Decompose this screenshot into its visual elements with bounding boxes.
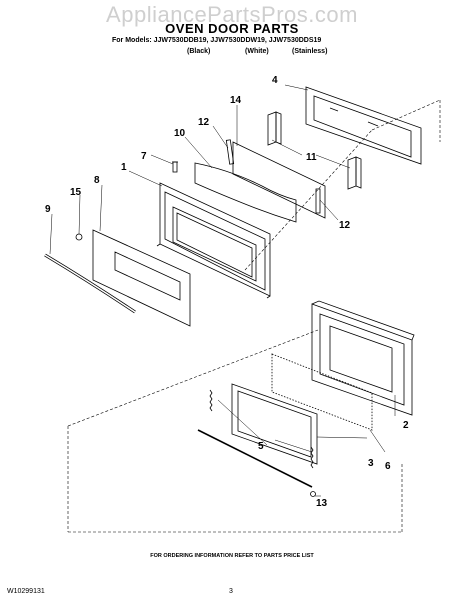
outer-door-glass [92,229,191,327]
insulation [194,162,297,223]
callout-7: 7 [141,151,147,162]
callout-1: 1 [121,162,127,173]
bracket-lower [315,188,321,214]
callout-13: 13 [316,498,328,509]
callout-4: 4 [272,75,278,86]
callout-9: 9 [45,204,51,215]
door-frame [156,182,271,299]
hinge-right [310,446,314,469]
inner-glass-window [231,383,318,465]
document-number: W10299131 [7,588,45,595]
door-handle [44,253,136,314]
trim-strip [197,429,316,497]
model-list: For Models: JJW7530DDB19, JJW7530DDW19, … [112,37,322,44]
callout-15: 15 [70,187,82,198]
variant-white: (White) [245,48,269,55]
callout-8: 8 [94,175,100,186]
callout-10: 10 [174,128,186,139]
callout-14: 14 [230,95,242,106]
page-title: OVEN DOOR PARTS [165,21,299,36]
callout-6: 6 [385,461,391,472]
gasket [271,353,373,431]
ordering-note: FOR ORDERING INFORMATION REFER TO PARTS … [150,553,314,559]
screw [172,161,178,173]
bracket-upper [225,139,235,165]
page-number: 3 [229,588,233,595]
callout-12-a: 12 [198,117,210,128]
leader-lines [49,84,396,497]
callout-3: 3 [368,458,374,469]
variant-black: (Black) [187,48,211,55]
hinge-left [209,389,213,412]
inner-door-panel [305,86,422,165]
assembly-outline [67,99,441,533]
callout-5: 5 [258,441,264,452]
variant-stainless: (Stainless) [292,48,328,55]
callout-2: 2 [403,420,409,431]
spacer-upper [267,111,282,146]
spacer-lower [347,156,362,190]
watermark: AppliancePartsPros.com [106,2,358,27]
callout-11-a: 11 [306,152,317,163]
small-screw [75,233,83,241]
callout-12-b: 12 [339,220,351,231]
door-liner [311,300,415,416]
